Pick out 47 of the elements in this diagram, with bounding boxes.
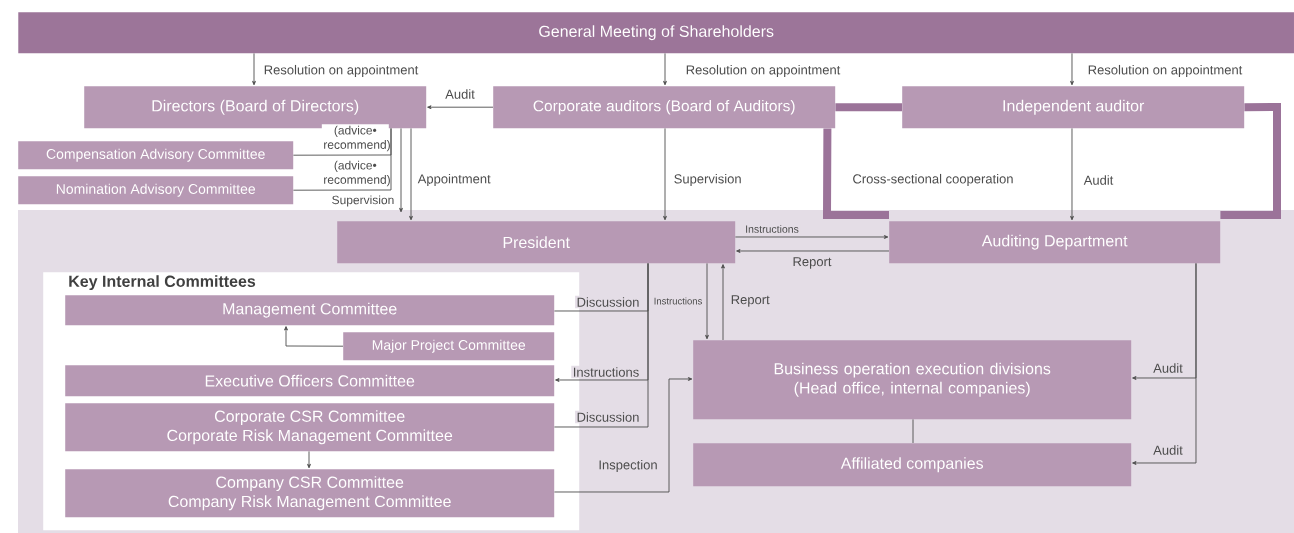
edge-label: (advice• recommend) [321, 159, 390, 188]
edge-label: Cross-sectional cooperation [850, 172, 1016, 188]
arrow [736, 249, 890, 253]
connector-line [912, 418, 914, 444]
arrow [734, 235, 889, 239]
arrow [721, 264, 725, 341]
org-box: Affiliated companies [693, 443, 1132, 487]
arrow [427, 105, 494, 110]
arrow [1070, 127, 1074, 221]
edge-label: Supervision [330, 193, 396, 209]
arrow [399, 127, 403, 213]
edge-label: Resolution on appointment [262, 63, 420, 79]
org-box: Corporate auditors (Board of Auditors) [493, 86, 836, 129]
arrow [307, 450, 311, 469]
org-box: Auditing Department [889, 221, 1221, 264]
edge-label: Appointment [416, 172, 493, 188]
edge-label: Audit [443, 87, 477, 101]
org-box: Executive Officers Committee [65, 365, 555, 397]
arrow [284, 326, 344, 347]
org-box: Corporate CSR Committee Corporate Risk Management Committee [65, 403, 555, 452]
edge-label: Resolution on appointment [1086, 63, 1244, 79]
org-box: Independent auditor [902, 86, 1245, 129]
arrow [252, 52, 256, 86]
edge-label: Inspection [596, 458, 660, 474]
edge-label: Supervision [672, 172, 744, 188]
org-box: Compensation Advisory Committee [18, 141, 294, 170]
header-band: General Meeting of Shareholders [18, 12, 1294, 54]
org-box: Major Project Committee [343, 332, 555, 361]
org-box: Company CSR Committee Company Risk Management Committee [65, 469, 555, 518]
connector-line [553, 262, 649, 428]
edge-label: Instructions [743, 223, 801, 235]
edge-label: (advice• recommend) [321, 124, 390, 153]
org-box: Nomination Advisory Committee [18, 176, 294, 205]
arrow [553, 377, 693, 493]
arrow [409, 127, 413, 221]
edge-label: Audit [1082, 173, 1115, 187]
arrow [663, 52, 667, 86]
edge-label: Resolution on appointment [684, 63, 842, 79]
arrow [663, 127, 667, 221]
arrow [705, 262, 709, 340]
org-box: President [337, 221, 736, 264]
connector-line [292, 127, 392, 191]
arrow [1132, 262, 1197, 465]
arrow [1070, 52, 1074, 86]
org-box: Business operation execution divisions (Head office, internal companies) [693, 340, 1132, 420]
org-box: Management Committee [65, 295, 555, 326]
edge-label: Instructions [652, 296, 704, 306]
